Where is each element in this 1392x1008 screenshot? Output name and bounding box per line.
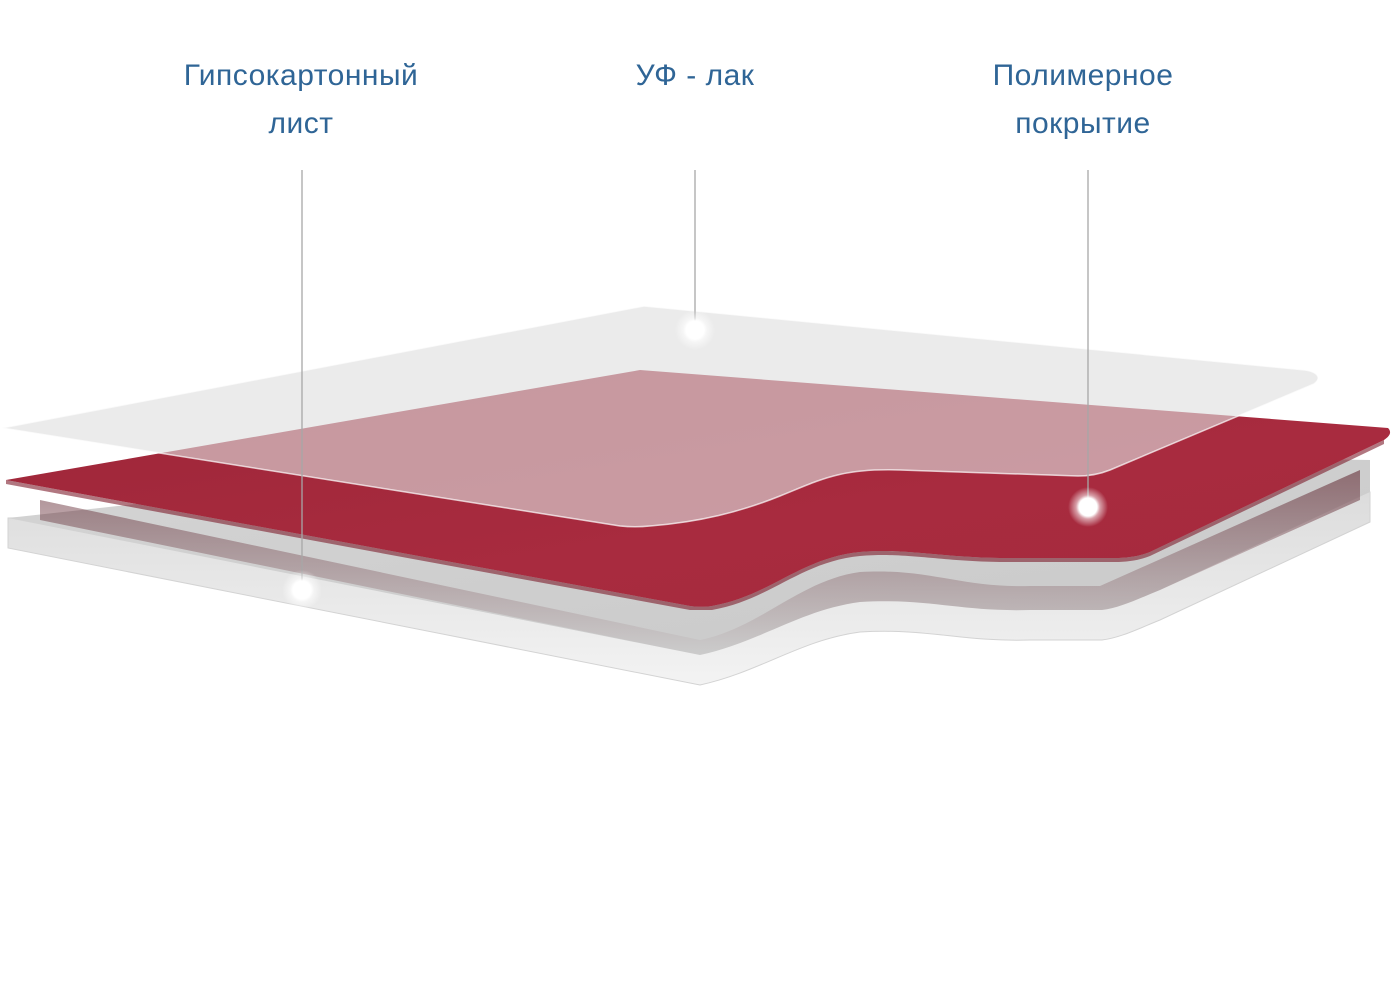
label-polymer-line1: Полимерное — [992, 59, 1174, 92]
marker-dot-uv — [675, 310, 715, 350]
marker-dot-polymer — [1068, 487, 1108, 527]
label-polymer-coating: Полимерное покрытие — [923, 52, 1243, 148]
label-uv-lacquer: УФ - лак — [535, 52, 855, 100]
label-gypsum-line1: Гипсокартонный — [183, 59, 419, 92]
label-gypsum-line2: лист — [268, 107, 334, 140]
uv-lacquer-layer — [1, 305, 1319, 528]
label-gypsum-board: Гипсокартонный лист — [141, 52, 461, 148]
label-polymer-line2: покрытие — [1015, 107, 1151, 140]
label-uv-line1: УФ - лак — [635, 59, 755, 92]
marker-dot-gypsum — [282, 570, 322, 610]
polymer-shadow — [40, 470, 1360, 655]
